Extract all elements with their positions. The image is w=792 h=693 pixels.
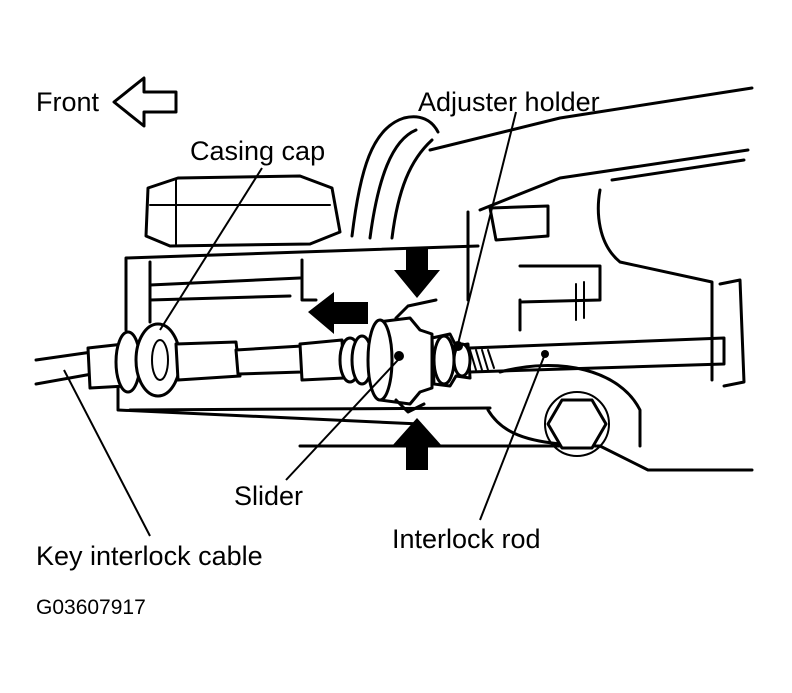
interlock-rod <box>468 336 726 374</box>
down-arrow-icon <box>394 248 440 298</box>
background-structure <box>116 86 754 472</box>
housing-outline <box>428 86 754 152</box>
up-arrow-icon <box>392 418 442 470</box>
label-casing-cap: Casing cap <box>190 136 325 166</box>
label-interlock-rod: Interlock rod <box>392 524 541 554</box>
label-adjuster-holder: Adjuster holder <box>418 87 600 117</box>
label-slider: Slider <box>234 481 303 511</box>
bracket-frame <box>116 244 492 426</box>
hex-bolt <box>546 398 608 450</box>
label-key-interlock-cable: Key interlock cable <box>36 541 263 571</box>
cable-assembly <box>34 298 726 414</box>
front-arrow-icon <box>112 76 178 128</box>
label-front: Front <box>36 87 100 117</box>
left-arrow-icon <box>308 292 368 334</box>
direction-arrows <box>112 76 442 470</box>
leader-lines <box>63 111 546 537</box>
upper-block <box>144 174 342 248</box>
figure-code: G03607917 <box>36 596 146 619</box>
key-interlock-cable <box>34 350 94 386</box>
